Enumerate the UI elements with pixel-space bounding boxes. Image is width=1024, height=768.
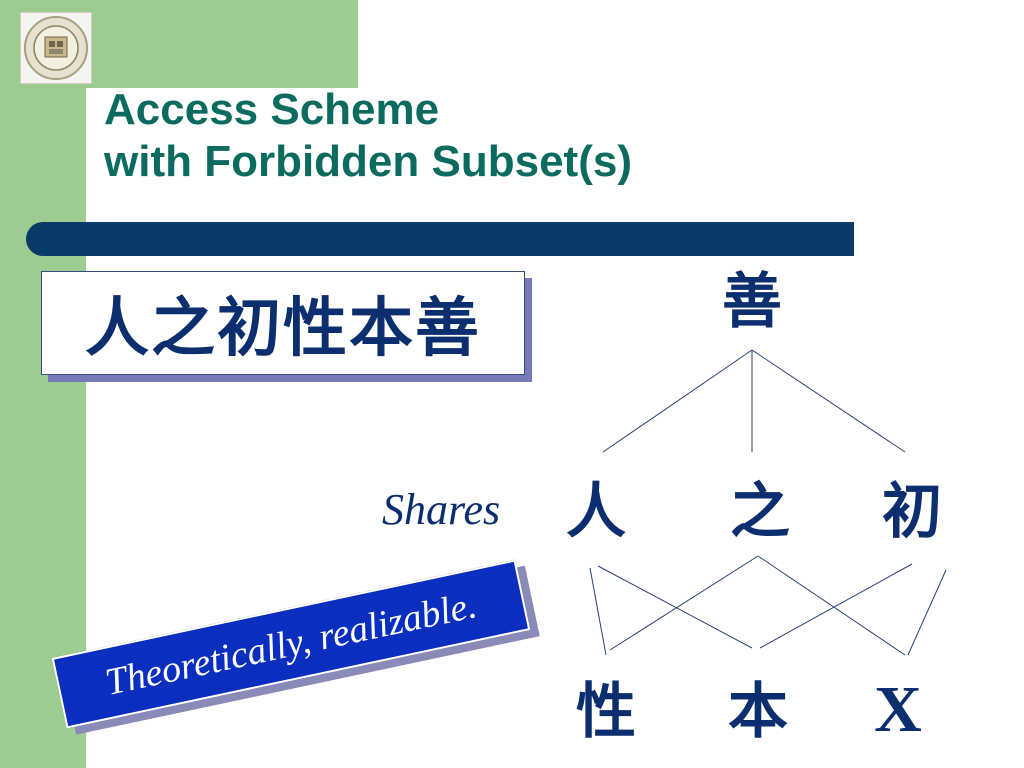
edge-share-1-to-bottom-1-a — [589, 567, 607, 656]
bottom-node-1: 性 — [576, 677, 636, 747]
shares-label: Shares — [382, 485, 501, 534]
decorative-left-band — [0, 0, 86, 768]
share-node-2: 之 — [730, 477, 790, 547]
title-divider-bar — [26, 222, 854, 256]
secret-phrase-box: 人之初性本善 — [41, 271, 525, 375]
edge-top-to-share-3 — [751, 349, 906, 453]
title-line-2: with Forbidden Subset(s) — [104, 137, 632, 186]
share-node-3: 初 — [882, 477, 942, 547]
secret-node: 善 — [722, 267, 782, 337]
edge-top-to-share-1 — [602, 349, 753, 453]
forbidden-node: X — [874, 673, 922, 746]
edge-share-2-to-bottom-3 — [757, 555, 906, 656]
edge-share-3-to-bottom-2 — [759, 563, 913, 649]
slide-title: Access Scheme with Forbidden Subset(s) — [104, 84, 632, 188]
edge-share-2-to-bottom-1 — [609, 555, 759, 651]
bottom-node-2: 本 — [728, 677, 788, 747]
share-node-1: 人 — [566, 477, 626, 547]
university-seal-icon — [20, 12, 92, 84]
edge-share-1-to-bottom-2 — [597, 565, 753, 649]
edge-share-3-to-bottom-3 — [907, 569, 947, 656]
title-line-1: Access Scheme — [104, 85, 440, 134]
